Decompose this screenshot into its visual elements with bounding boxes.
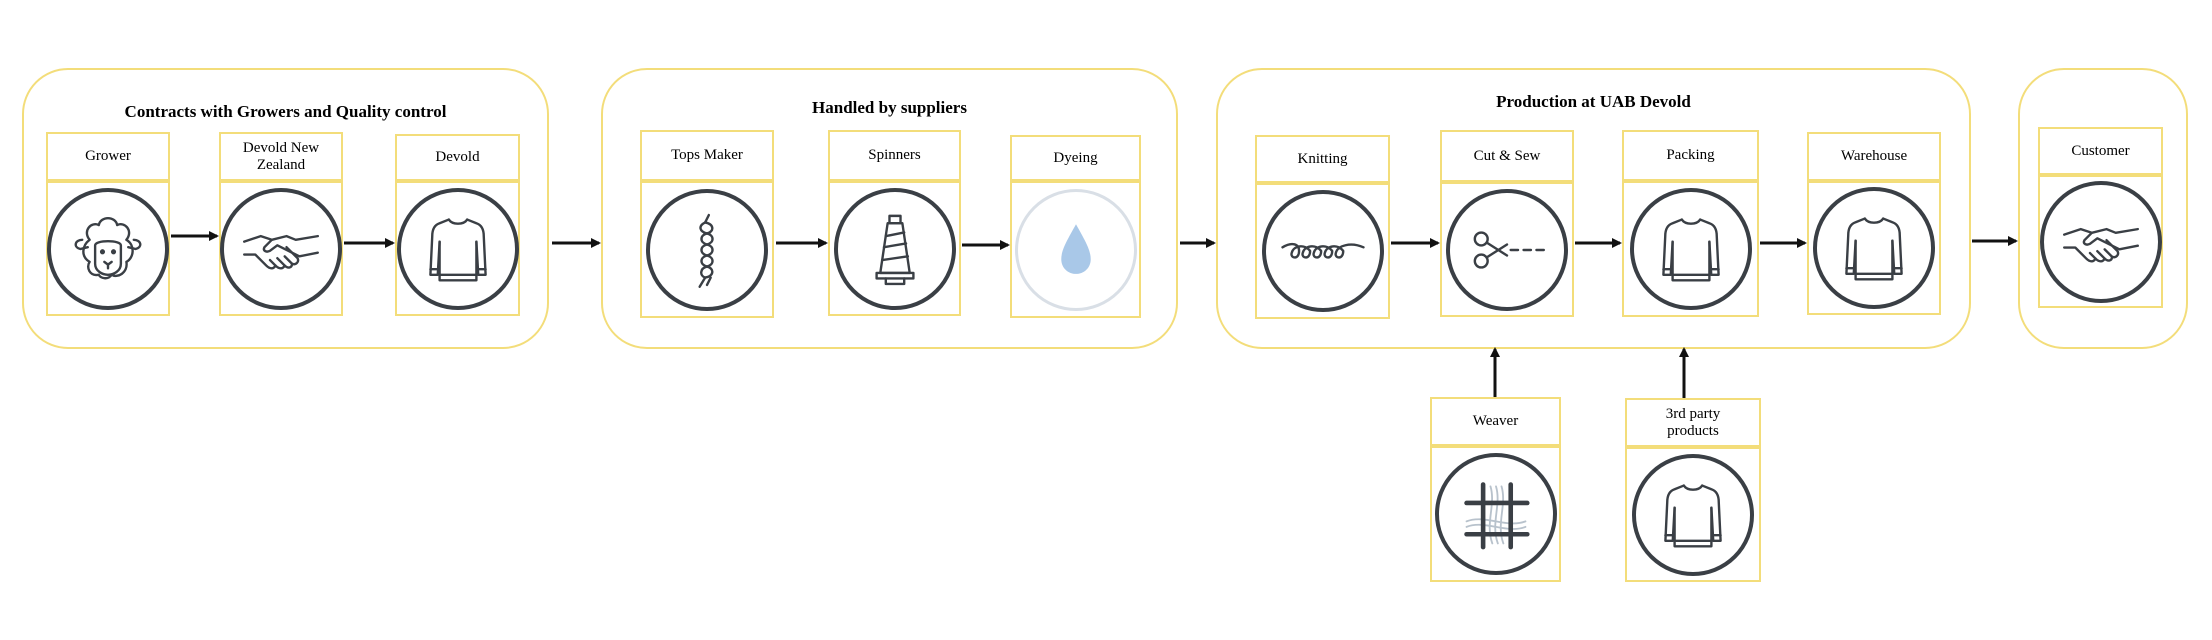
step-dyeing bbox=[1010, 181, 1141, 318]
step-label-warehouse: Warehouse bbox=[1807, 132, 1941, 181]
group-title-production: Production at UAB Devold bbox=[1496, 92, 1691, 111]
handshake-icon bbox=[2039, 180, 2162, 303]
sweater-icon bbox=[1629, 188, 1752, 310]
step-label-knitting: Knitting bbox=[1255, 135, 1390, 183]
knit-loops-icon bbox=[1261, 190, 1384, 312]
step-label-weaver: Weaver bbox=[1430, 397, 1561, 446]
step-cut-sew bbox=[1440, 182, 1574, 317]
group-production bbox=[1216, 68, 1971, 349]
group-contracts bbox=[22, 68, 549, 349]
sweater-icon bbox=[1813, 187, 1935, 309]
group-suppliers bbox=[601, 68, 1178, 349]
handshake-icon bbox=[220, 187, 342, 310]
step-grower bbox=[46, 181, 170, 316]
step-weaver bbox=[1430, 446, 1561, 582]
sweater-icon bbox=[396, 187, 519, 310]
step-label-spinners: Spinners bbox=[828, 130, 961, 181]
step-label-third-party: 3rd party products bbox=[1625, 398, 1761, 447]
group-title-contracts: Contracts with Growers and Quality contr… bbox=[124, 102, 447, 121]
woven-fabric-icon bbox=[1434, 453, 1557, 575]
spool-icon bbox=[833, 187, 956, 310]
step-customer bbox=[2038, 175, 2163, 308]
group-title-suppliers: Handled by suppliers bbox=[812, 98, 967, 117]
step-spinners bbox=[828, 181, 961, 316]
step-packing bbox=[1622, 181, 1759, 317]
group-customer bbox=[2018, 68, 2188, 349]
step-tops-maker bbox=[640, 181, 774, 318]
step-devold bbox=[395, 181, 520, 316]
step-label-cut-sew: Cut & Sew bbox=[1440, 130, 1574, 182]
step-label-devold-nz: Devold New Zealand bbox=[219, 132, 343, 181]
sweater-icon bbox=[1632, 453, 1754, 576]
twisted-yarn-icon bbox=[646, 188, 768, 311]
step-third-party bbox=[1625, 447, 1761, 582]
step-label-devold: Devold bbox=[395, 134, 520, 181]
step-warehouse bbox=[1807, 181, 1941, 315]
step-label-grower: Grower bbox=[46, 132, 170, 181]
sheep-icon bbox=[47, 187, 169, 310]
step-devold-nz bbox=[219, 181, 343, 316]
step-label-packing: Packing bbox=[1622, 130, 1759, 181]
step-label-dyeing: Dyeing bbox=[1010, 135, 1141, 181]
scissors-icon bbox=[1446, 188, 1568, 311]
water-drop-icon bbox=[1014, 188, 1137, 311]
step-knitting bbox=[1255, 183, 1390, 319]
step-label-tops-maker: Tops Maker bbox=[640, 130, 774, 181]
step-label-customer: Customer bbox=[2038, 127, 2163, 175]
